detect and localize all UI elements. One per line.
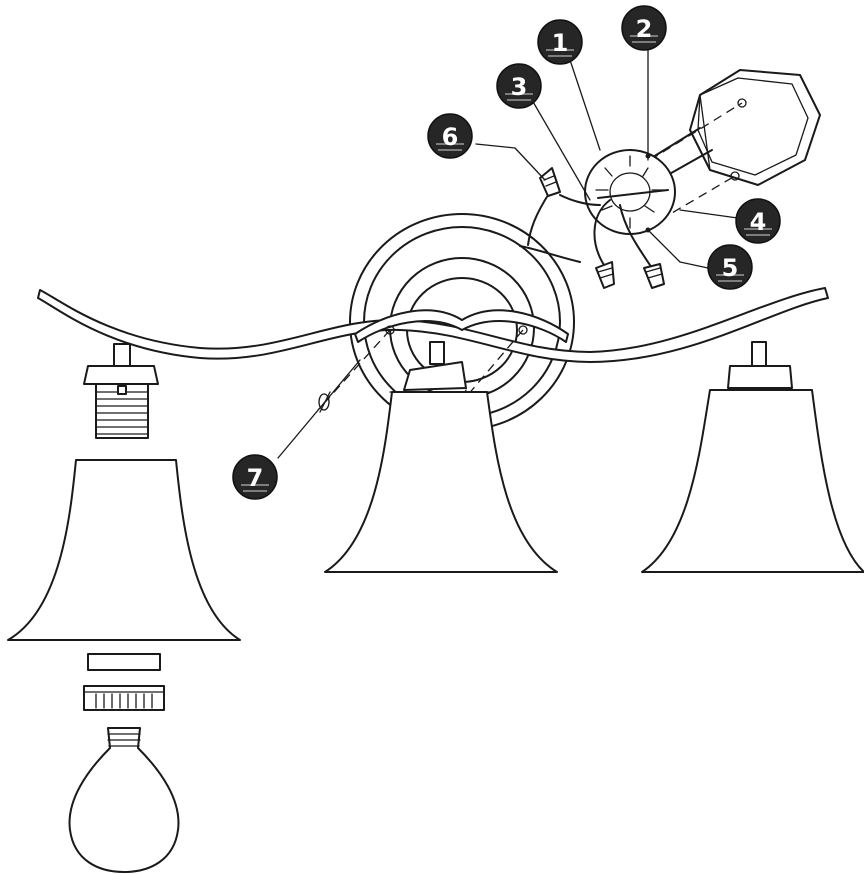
mounting-plate [584, 149, 676, 235]
wavy-arm [37, 287, 829, 363]
callout-6-label: 6 [442, 123, 459, 151]
callout-1-label: 1 [552, 29, 569, 57]
callout-1: 1 [537, 19, 583, 65]
callout-2-label: 2 [636, 15, 653, 43]
center-lamp [324, 341, 558, 573]
callout-7-label: 7 [247, 464, 264, 492]
callout-6: 6 [427, 113, 473, 159]
callout-3-label: 3 [511, 73, 528, 101]
callout-5-label: 5 [722, 254, 739, 282]
leader-lines [277, 41, 753, 459]
callout-4-label: 4 [750, 208, 767, 236]
left-lamp-exploded [7, 343, 241, 873]
junction-box [649, 69, 821, 221]
callout-3: 3 [496, 63, 542, 109]
callout-5: 5 [707, 244, 753, 290]
callout-7: 7 [232, 454, 278, 500]
wires [519, 167, 665, 289]
right-lamp [641, 341, 864, 573]
callout-2: 2 [621, 5, 667, 51]
callout-4: 4 [735, 198, 781, 244]
